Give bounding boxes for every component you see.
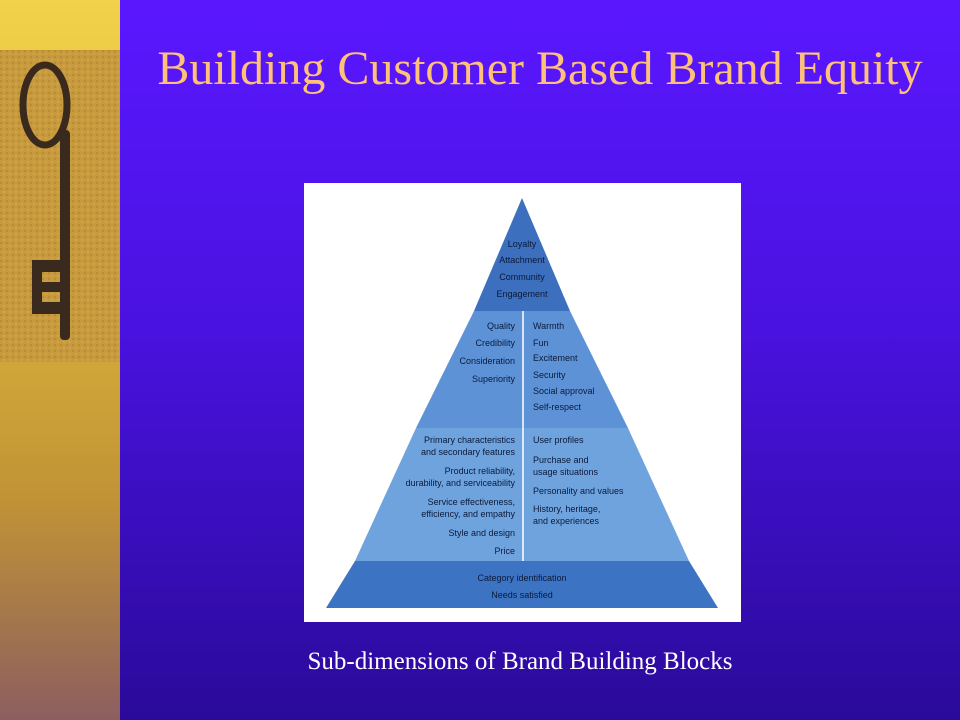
imagery-label: Social approval — [533, 386, 595, 396]
performance-detail-label: Primary characteristics — [424, 435, 516, 445]
performance-label: Credibility — [475, 338, 515, 348]
slide-title: Building Customer Based Brand Equity — [157, 42, 923, 95]
upper-left-labels: Quality Credibility Consideration Superi… — [459, 321, 515, 384]
slide-caption: Sub-dimensions of Brand Building Blocks — [307, 648, 733, 675]
salience-label: Category identification — [477, 573, 566, 583]
upper-right-labels: Warmth Fun Excitement Security Social ap… — [533, 321, 595, 412]
apex-label: Loyalty — [508, 239, 537, 249]
imagery-label: Excitement — [533, 353, 578, 363]
performance-detail-label: Style and design — [448, 528, 515, 538]
performance-detail-label: and secondary features — [421, 447, 516, 457]
apex-label: Engagement — [496, 289, 548, 299]
imagery-label: Self-respect — [533, 402, 582, 412]
left-decorative-strip — [0, 0, 120, 720]
lower-left-labels: Primary characteristics and secondary fe… — [406, 435, 516, 556]
imagery-label: Security — [533, 370, 566, 380]
imagery-label: Fun — [533, 338, 549, 348]
performance-label: Superiority — [472, 374, 516, 384]
lower-right-labels: User profiles Purchase and usage situati… — [533, 435, 624, 526]
performance-detail-label: Product reliability, — [445, 466, 515, 476]
imagery-detail-label: User profiles — [533, 435, 584, 445]
imagery-detail-label: Personality and values — [533, 486, 624, 496]
brand-pyramid: Loyalty Attachment Community Engagement … — [326, 198, 718, 608]
imagery-detail-label: Purchase and — [533, 455, 589, 465]
imagery-label: Warmth — [533, 321, 564, 331]
performance-label: Quality — [487, 321, 516, 331]
salience-label: Needs satisfied — [491, 590, 553, 600]
imagery-detail-label: usage situations — [533, 467, 599, 477]
apex-label: Attachment — [499, 255, 545, 265]
apex-label: Community — [499, 272, 545, 282]
performance-label: Consideration — [459, 356, 515, 366]
pyramid-diagram: Loyalty Attachment Community Engagement … — [304, 183, 741, 622]
tier-salience — [326, 561, 718, 608]
performance-detail-label: Price — [494, 546, 515, 556]
apex-labels: Loyalty Attachment Community Engagement — [496, 239, 548, 299]
performance-detail-label: Service effectiveness, — [428, 497, 515, 507]
antique-key-image — [0, 50, 120, 362]
tier-performance-imagery-upper — [416, 311, 628, 428]
imagery-detail-label: and experiences — [533, 516, 600, 526]
imagery-detail-label: History, heritage, — [533, 504, 600, 514]
tier-performance-imagery-lower — [355, 428, 689, 561]
base-labels: Category identification Needs satisfied — [477, 573, 566, 600]
performance-detail-label: durability, and serviceability — [406, 478, 516, 488]
performance-detail-label: efficiency, and empathy — [421, 509, 515, 519]
tier-resonance — [474, 198, 570, 311]
